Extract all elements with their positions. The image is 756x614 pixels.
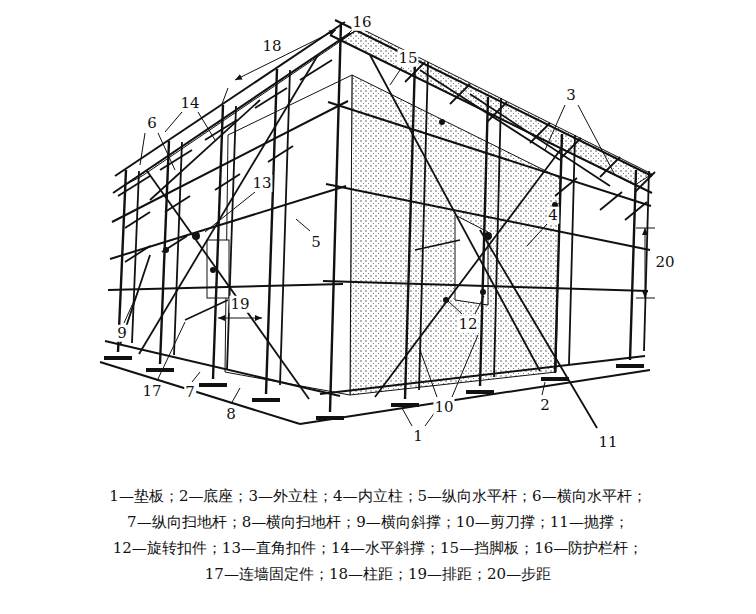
callout-number: 8 [225,406,237,423]
couplers [163,119,558,303]
callout-number: 12 [457,316,478,333]
wall-ties [185,240,460,320]
building [207,75,560,395]
callout-number: 3 [565,87,577,104]
callout-number: 2 [539,397,551,414]
callout-number: 10 [433,399,454,416]
callout-number: 13 [251,175,272,192]
callout-number: 9 [116,325,128,342]
bracing [120,55,610,428]
callout-number: 17 [141,383,162,400]
inner-poles [132,62,649,390]
callout-number: 14 [179,95,200,112]
pads [100,358,650,424]
caption-line: 7—纵向扫地杆；8—横向扫地杆；9—横向斜撑；10—剪刀撑；11—抛撑； [127,514,629,531]
callout-number: 18 [261,38,282,55]
callout-number: 20 [654,254,675,271]
ledgers [105,20,652,396]
callout-number: 16 [351,14,372,31]
callout-number: 6 [146,115,158,132]
callout-number: 11 [597,434,618,451]
callout-number: 4 [547,207,559,224]
callout-number: 7 [184,384,196,401]
outer-poles [118,22,636,412]
callout-number: 1 [412,428,424,445]
leaders [124,30,655,426]
callout-number: 19 [229,296,250,313]
caption-line: 1—垫板；2—底座；3—外立柱；4—内立柱；5—纵向水平杆；6—横向水平杆； [109,488,646,505]
caption-line: 17—连墙固定件；18—柱距；19—排距；20—步距 [205,566,551,583]
callout-number: 15 [397,50,418,67]
callout-number: 5 [310,234,322,251]
transoms [118,60,655,262]
caption-line: 12—旋转扣件；13—直角扣件；14—水平斜撑；15—挡脚板；16—防护栏杆； [113,540,643,557]
deck [125,28,652,185]
